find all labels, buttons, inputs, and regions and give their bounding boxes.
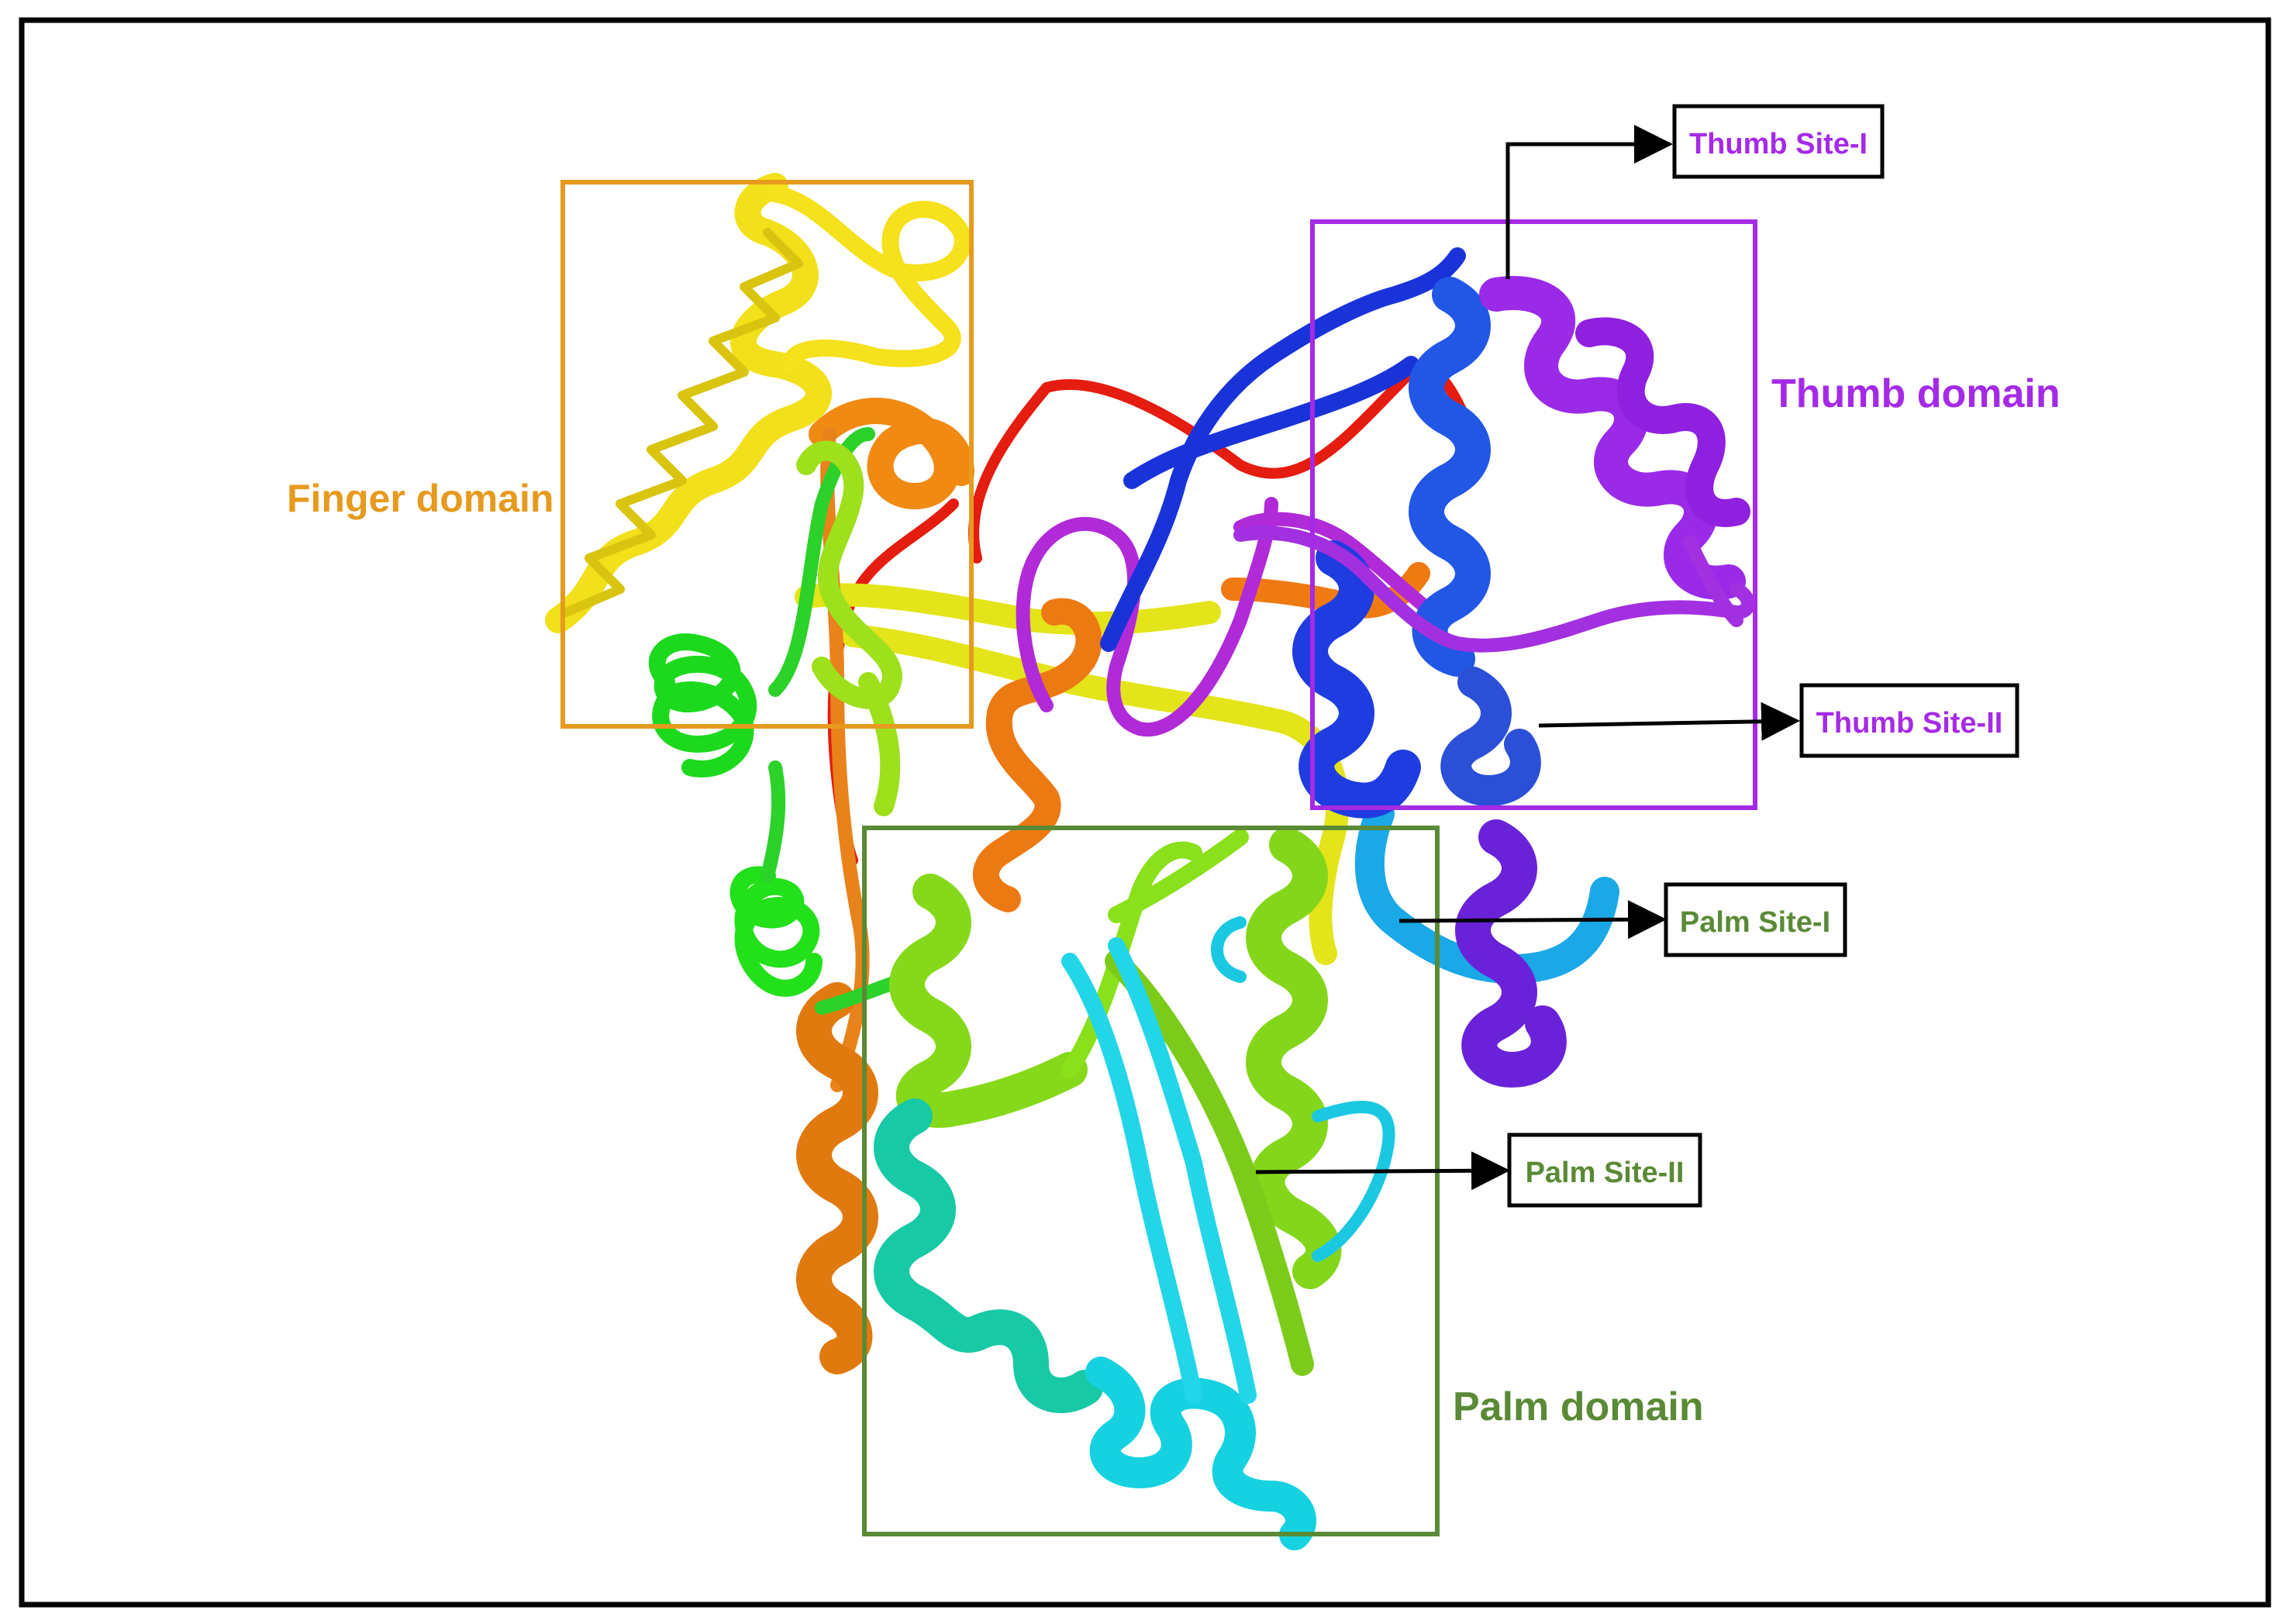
ribbon-yellow-loop (767, 185, 971, 373)
ribbon-blue-helix-2 (1409, 277, 1491, 677)
palm-site-1-label: Palm Site-I (1680, 906, 1830, 939)
palm-site-2-callout: Palm Site-II (1507, 1133, 1702, 1208)
palm-site-1-callout: Palm Site-I (1664, 882, 1847, 957)
thumb-domain-label: Thumb domain (1771, 371, 2061, 416)
finger-domain-label: Finger domain (287, 477, 554, 520)
ribbon-orange-mid (972, 598, 1102, 912)
ribbon-teal-helix (874, 1098, 1103, 1413)
palm-site-1-arrow (1398, 900, 1667, 940)
ribbon-lime-palm-strand (1105, 950, 1314, 1376)
ribbon-cyan-sheet (1061, 937, 1257, 1404)
thumb-domain-box (1310, 219, 1757, 810)
ribbon-purple-loop (1233, 526, 1755, 653)
palm-site-2-box (1507, 1133, 1702, 1208)
palm-domain-box (862, 826, 1440, 1536)
ribbon-blue-helix-3 (1440, 667, 1541, 806)
figure-frame (19, 17, 2271, 1608)
ribbon-blue-strand-upper (1100, 247, 1466, 652)
ribbon-orange-helix-bottom (796, 982, 878, 1374)
ribbon-violet-helix-lower (1455, 819, 1567, 1088)
ribbon-cyan-loop (1211, 916, 1395, 1262)
ribbon-magenta-loop (1016, 497, 1449, 737)
protein-ribbon (545, 173, 1755, 1550)
ribbon-green-helix-upper (648, 633, 757, 778)
ribbon-orange-helix (809, 398, 974, 509)
ribbon-purple-helix-2 (1575, 317, 1750, 527)
palm-domain-label: Palm domain (1453, 1384, 1704, 1429)
site-connectors (1255, 125, 1800, 1191)
thumb-site-1-arrow (1505, 125, 1673, 279)
ribbon-lime-loops (796, 440, 902, 816)
thumb-site-2-arrow (1538, 702, 1800, 741)
palm-site-2-label: Palm Site-II (1526, 1157, 1685, 1189)
ribbon-blue-helix-1 (1292, 540, 1421, 819)
ribbon-cyan-helix-lower (1085, 1357, 1316, 1550)
palm-site-2-arrow (1255, 1151, 1510, 1191)
thumb-site-1-callout: Thumb Site-I (1672, 104, 1885, 179)
thumb-site-1-label: Thumb Site-I (1689, 128, 1868, 160)
palm-site-1-box (1664, 882, 1847, 957)
finger-domain-box (560, 180, 974, 729)
thumb-site-2-label: Thumb Site-II (1816, 707, 2003, 740)
ribbon-skyblue-strand (1354, 799, 1619, 984)
thumb-site-2-callout: Thumb Site-II (1799, 683, 2019, 758)
ribbon-purple-helix-1 (1479, 276, 1746, 600)
ribbon-lime-palm-helix-1 (889, 874, 1088, 1128)
ribbon-yellow-helix-2 (561, 228, 803, 617)
thumb-site-2-box (1799, 683, 2019, 758)
thumb-site-1-box (1672, 104, 1885, 179)
ribbon-green-helix-lower (729, 866, 823, 997)
ribbon-lime-palm-helix-2 (1246, 827, 1342, 1289)
ribbon-lime-palm-loop (1061, 829, 1249, 1078)
